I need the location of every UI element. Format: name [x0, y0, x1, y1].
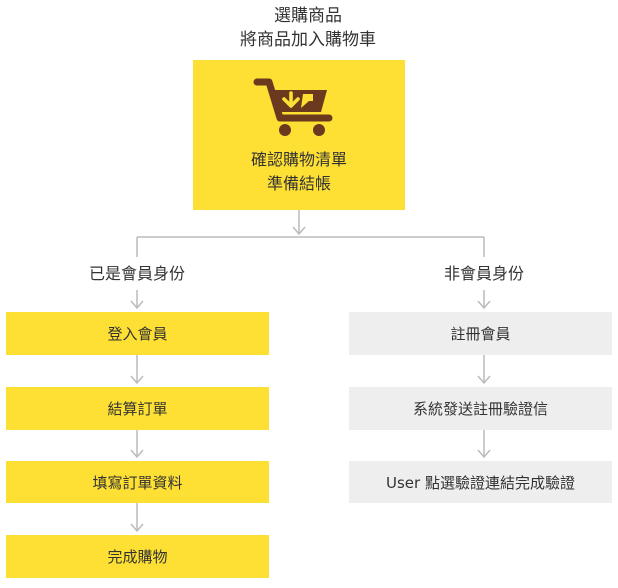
member-branch-label: 已是會員身份 — [88, 264, 185, 283]
step-login: 登入會員 — [6, 312, 269, 355]
header-line-1: 選購商品 — [274, 6, 342, 26]
arrowhead-left-2 — [130, 375, 144, 385]
arrowhead-hero — [292, 226, 306, 236]
guest-branch-label: 非會員身份 — [443, 264, 524, 283]
step-send-email: 系統發送註冊驗證信 — [349, 387, 612, 430]
step-verify: User 點選驗證連結完成驗證 — [349, 461, 612, 503]
step-checkout: 結算訂單 — [6, 387, 269, 430]
checkout-text: 確認購物清單 準備結帳 — [193, 148, 405, 196]
arrowhead-left-1 — [130, 300, 144, 310]
step-complete: 完成購物 — [6, 535, 269, 578]
arrowhead-right-2 — [477, 375, 491, 385]
checkout-line-1: 確認購物清單 — [250, 150, 347, 169]
header-title: 選購商品 將商品加入購物車 — [168, 4, 448, 52]
shopping-cart-download-icon — [253, 78, 333, 136]
step-register: 註冊會員 — [349, 312, 612, 355]
arrowhead-left-3 — [130, 449, 144, 459]
arrowhead-right-1 — [477, 300, 491, 310]
arrowhead-left-4 — [130, 523, 144, 533]
header-line-2: 將商品加入購物車 — [240, 30, 376, 50]
step-fill-order: 填寫訂單資料 — [6, 461, 269, 503]
arrowhead-right-3 — [477, 449, 491, 459]
checkout-card: 確認購物清單 準備結帳 — [193, 60, 405, 210]
checkout-line-2: 準備結帳 — [266, 174, 331, 193]
